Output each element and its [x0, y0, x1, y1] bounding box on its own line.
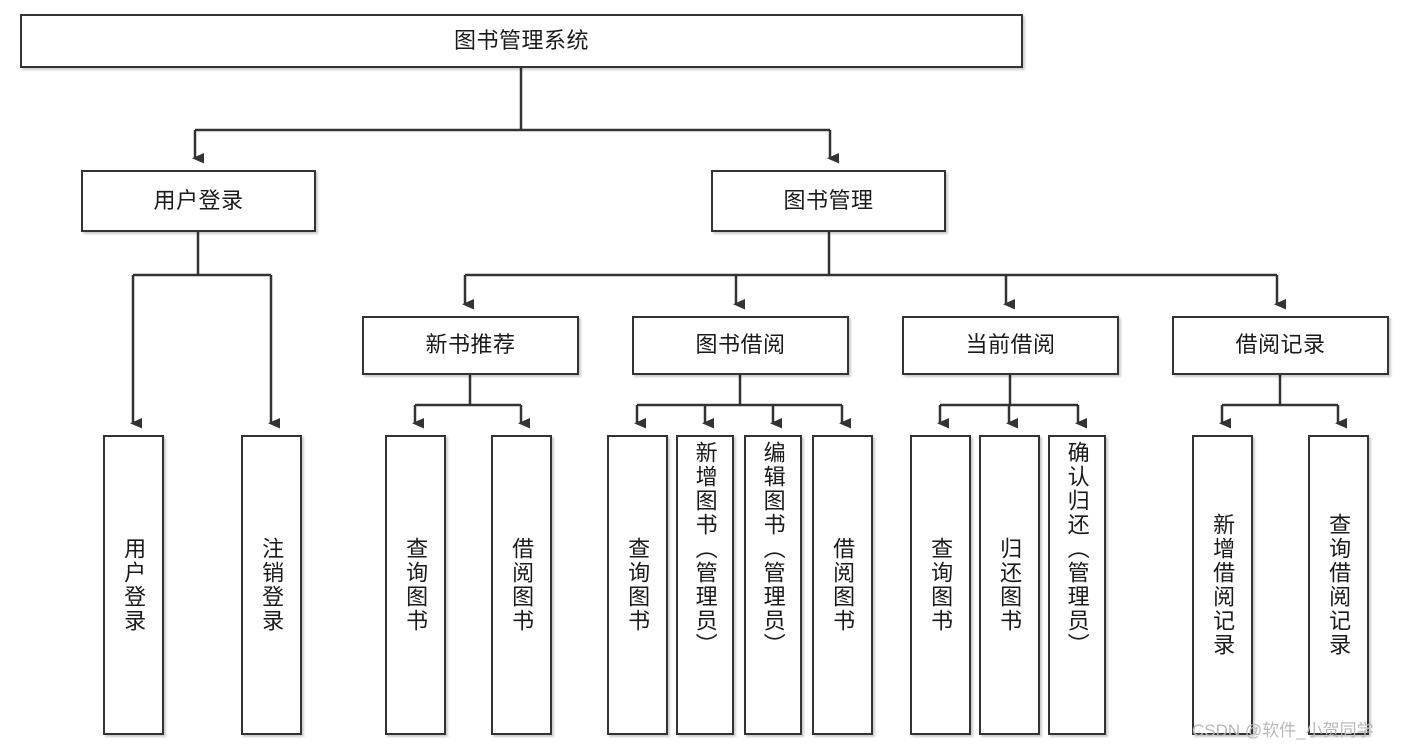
- node-new-book-recommend-label: 新书推荐: [425, 332, 516, 358]
- node-leaf-query-book-2-label: 查询图书: [625, 537, 651, 633]
- node-leaf-return-book-label: 归还图书: [997, 537, 1023, 633]
- node-book-borrow[interactable]: 图书借阅: [632, 316, 849, 375]
- node-book-borrow-label: 图书借阅: [695, 332, 786, 358]
- node-leaf-query-book-3[interactable]: 查询图书: [910, 435, 971, 735]
- node-leaf-query-book-3-label: 查询图书: [928, 537, 954, 633]
- node-leaf-borrow-book-2[interactable]: 借阅图书: [812, 435, 873, 735]
- node-root[interactable]: 图书管理系统: [20, 14, 1023, 68]
- node-new-book-recommend[interactable]: 新书推荐: [362, 316, 579, 375]
- node-leaf-query-book-2[interactable]: 查询图书: [607, 435, 668, 735]
- node-leaf-add-book[interactable]: 新增图书（管理员）: [676, 435, 734, 735]
- node-root-label: 图书管理系统: [453, 27, 589, 53]
- node-book-manage-label: 图书管理: [783, 187, 874, 213]
- node-leaf-edit-book[interactable]: 编辑图书（管理员）: [744, 435, 802, 735]
- node-user-login[interactable]: 用户登录: [81, 170, 316, 232]
- node-leaf-query-book-1-label: 查询图书: [403, 537, 429, 633]
- node-leaf-borrow-book-2-label: 借阅图书: [830, 537, 856, 633]
- node-leaf-query-record-label: 查询借阅记录: [1326, 513, 1352, 657]
- node-leaf-confirm-return-label: 确认归还（管理员）: [1064, 441, 1090, 657]
- node-leaf-add-book-label: 新增图书（管理员）: [692, 441, 718, 657]
- node-leaf-edit-book-label: 编辑图书（管理员）: [760, 441, 786, 657]
- node-leaf-user-login-label: 用户登录: [121, 537, 147, 633]
- node-leaf-query-book-1[interactable]: 查询图书: [385, 435, 446, 735]
- node-current-borrow-label: 当前借阅: [965, 332, 1056, 358]
- node-current-borrow[interactable]: 当前借阅: [902, 316, 1119, 375]
- node-book-manage[interactable]: 图书管理: [711, 170, 946, 232]
- node-leaf-confirm-return[interactable]: 确认归还（管理员）: [1048, 435, 1106, 735]
- node-leaf-borrow-book-1[interactable]: 借阅图书: [491, 435, 552, 735]
- node-leaf-add-record[interactable]: 新增借阅记录: [1192, 435, 1253, 735]
- node-leaf-logout-label: 注销登录: [259, 537, 285, 633]
- csdn-watermark: CSDN @软件_小贺同学: [1192, 721, 1374, 740]
- node-borrow-record-label: 借阅记录: [1235, 332, 1326, 358]
- node-leaf-return-book[interactable]: 归还图书: [979, 435, 1040, 735]
- node-leaf-logout[interactable]: 注销登录: [241, 435, 302, 735]
- node-leaf-user-login[interactable]: 用户登录: [103, 435, 164, 735]
- node-leaf-query-record[interactable]: 查询借阅记录: [1308, 435, 1369, 735]
- node-borrow-record[interactable]: 借阅记录: [1172, 316, 1389, 375]
- node-leaf-borrow-book-1-label: 借阅图书: [509, 537, 535, 633]
- node-user-login-label: 用户登录: [153, 187, 244, 213]
- node-leaf-add-record-label: 新增借阅记录: [1210, 513, 1236, 657]
